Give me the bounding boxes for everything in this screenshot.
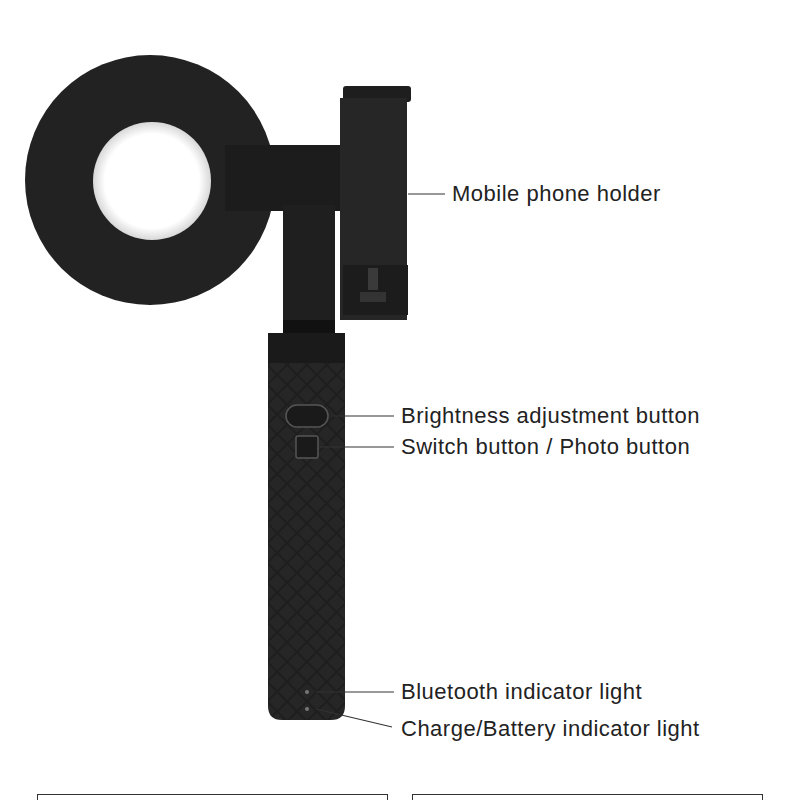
phone-clamp [343,265,408,315]
panel-outline [38,795,388,800]
part-label: Charge/Battery indicator light [401,716,700,742]
handle [268,333,345,363]
handle [268,333,345,720]
leader-line [320,446,394,447]
phone-clamp [368,268,378,290]
leader-line [332,415,394,416]
leader-line [316,709,392,727]
switch-button [296,436,318,458]
brightness-button [286,405,328,427]
leader-line [316,691,394,692]
panel-outline [413,795,763,800]
part-label: Mobile phone holder [452,181,661,207]
part-label: Brightness adjustment button [401,403,700,429]
arm [225,145,350,211]
part-label: Switch button / Photo button [401,434,690,460]
indicator-light [305,690,309,694]
part-label: Bluetooth indicator light [401,679,642,705]
leader-line [408,193,445,194]
arm [283,205,335,330]
ring-opening [93,122,211,240]
phone-clamp [360,292,386,302]
indicator-light [305,707,309,711]
phone-holder [340,98,407,320]
